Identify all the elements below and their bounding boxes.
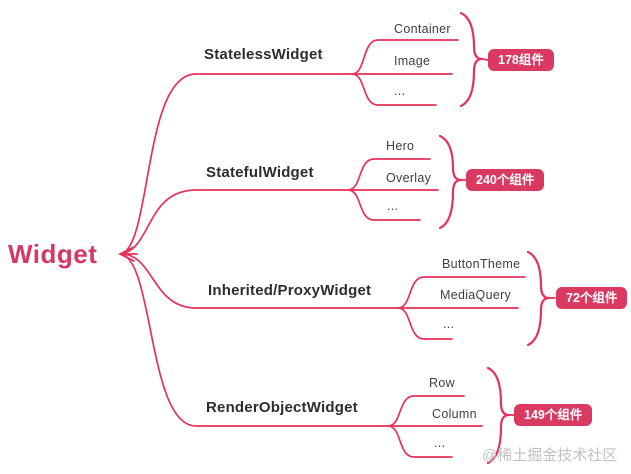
leaf-label-image: Image <box>394 54 431 68</box>
branch-2-leaf-3-underline <box>347 189 421 221</box>
root-node-label: Widget <box>8 239 98 269</box>
leaf-label-column: Column <box>432 407 477 421</box>
watermark-text: @稀土掘金技术社区 <box>482 447 618 464</box>
leaf-label-buttontheme: ButtonTheme <box>442 257 521 271</box>
branch-3-leaf-3-underline <box>397 307 453 340</box>
badge-stateful-count: 240个组件 <box>466 169 545 192</box>
leaf-label-mediaquery: MediaQuery <box>440 288 512 302</box>
badge-stateless-count: 178组件 <box>488 49 554 72</box>
branch-3-curve <box>120 253 519 309</box>
branch-4-curve <box>120 253 483 427</box>
badge-renderobject-count: 149个组件 <box>514 404 593 427</box>
branch-1-badge-tick <box>481 58 489 61</box>
leaf-label-hero: Hero <box>386 139 415 153</box>
branch-2-brace-icon <box>438 134 463 230</box>
branch-2-leaf-1-underline <box>347 158 431 191</box>
branch-2-curve <box>120 189 439 255</box>
branch-1-leaf-1-underline <box>351 39 459 75</box>
branch-1-curve <box>120 73 453 255</box>
badge-inherited-count: 72个组件 <box>556 287 628 310</box>
leaf-label-row: Row <box>429 376 455 390</box>
branch-4-leaf-1-underline <box>387 395 465 427</box>
branch-1-leaf-3-underline <box>351 73 437 106</box>
leaf-label-branch-3-more: ... <box>443 317 455 331</box>
branch-4-leaf-3-underline <box>387 425 453 458</box>
leaf-label-branch-2-more: ... <box>387 199 399 213</box>
branch-3-label: Inherited/ProxyWidget <box>208 282 372 299</box>
branch-1-label: StatelessWidget <box>204 46 323 63</box>
leaf-label-branch-4-more: ... <box>434 436 446 450</box>
leaf-label-branch-1-more: ... <box>394 84 406 98</box>
leaf-label-overlay: Overlay <box>386 171 432 185</box>
leaf-label-container: Container <box>394 22 451 36</box>
branch-3-leaf-1-underline <box>397 276 526 309</box>
branch-3-brace-icon <box>526 250 551 347</box>
branch-4-label: RenderObjectWidget <box>206 399 358 416</box>
branch-2-label: StatefulWidget <box>206 164 314 181</box>
branch-1-brace-icon <box>459 11 484 108</box>
